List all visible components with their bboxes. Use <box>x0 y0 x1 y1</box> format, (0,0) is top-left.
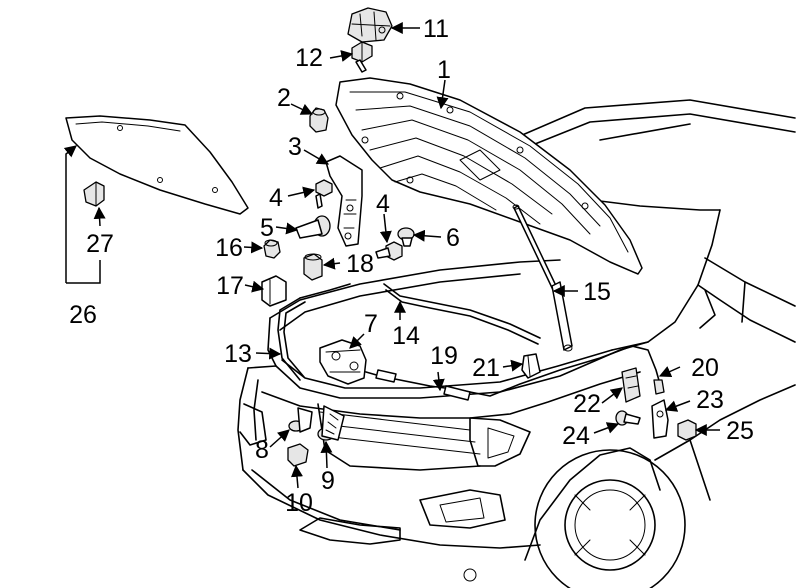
bolt-9 <box>317 405 345 441</box>
callout-17: 17 <box>216 272 244 300</box>
callout-1: 1 <box>437 56 451 84</box>
hood-panel <box>335 77 643 275</box>
callout-15: 15 <box>583 278 611 306</box>
callout-18: 18 <box>346 250 374 278</box>
callout-19: 19 <box>430 342 458 370</box>
gas-strut <box>512 204 573 352</box>
callout-8: 8 <box>255 436 269 464</box>
bolt-4a <box>315 179 333 209</box>
hood-bracket <box>347 7 393 43</box>
callout-22: 22 <box>573 390 601 418</box>
release-handle <box>621 367 641 403</box>
cable-end <box>653 379 665 395</box>
hood-latch <box>319 339 367 385</box>
callout-2: 2 <box>277 84 291 112</box>
screw-24 <box>615 410 641 426</box>
callout-14: 14 <box>392 322 420 350</box>
callout-27: 27 <box>86 230 114 258</box>
hood-seal <box>277 283 351 381</box>
callout-4b: 4 <box>376 190 390 218</box>
callout-23: 23 <box>696 386 724 414</box>
callout-12: 12 <box>295 44 323 72</box>
callout-11: 11 <box>423 15 449 43</box>
bracket-23 <box>651 399 669 439</box>
parts <box>65 7 697 467</box>
hinge-bolt <box>295 215 331 239</box>
callout-26: 26 <box>69 301 97 329</box>
seal-strip <box>383 283 541 345</box>
bolt-12 <box>351 41 373 73</box>
hood-insulator <box>65 115 249 215</box>
bracket-17 <box>261 275 287 307</box>
insulator-clip <box>83 181 105 207</box>
clip-25 <box>677 419 697 441</box>
retainer <box>397 227 415 247</box>
callout-21: 21 <box>472 354 500 382</box>
release-cable <box>365 345 661 401</box>
bolt-4b <box>375 241 403 261</box>
callout-4a: 4 <box>269 184 283 212</box>
bumper-stop <box>309 107 329 133</box>
callout-6: 6 <box>446 224 460 252</box>
callout-3: 3 <box>288 133 302 161</box>
hood-hinge <box>325 155 363 247</box>
grommet <box>303 253 323 281</box>
screw-8 <box>288 407 313 433</box>
cushion <box>263 239 281 259</box>
callout-24: 24 <box>562 422 590 450</box>
leader-lines <box>63 22 720 489</box>
clip-21 <box>521 353 541 379</box>
callouts: 1 2 3 4 4 5 6 7 8 9 10 11 12 13 14 15 16… <box>69 15 754 517</box>
callout-5: 5 <box>260 214 274 242</box>
callout-13: 13 <box>224 340 252 368</box>
callout-20: 20 <box>691 354 719 382</box>
callout-16: 16 <box>215 234 243 262</box>
callout-25: 25 <box>726 417 754 445</box>
callout-10: 10 <box>285 489 313 517</box>
nut-10 <box>287 443 309 467</box>
callout-7: 7 <box>364 310 378 338</box>
callout-9: 9 <box>321 467 335 495</box>
